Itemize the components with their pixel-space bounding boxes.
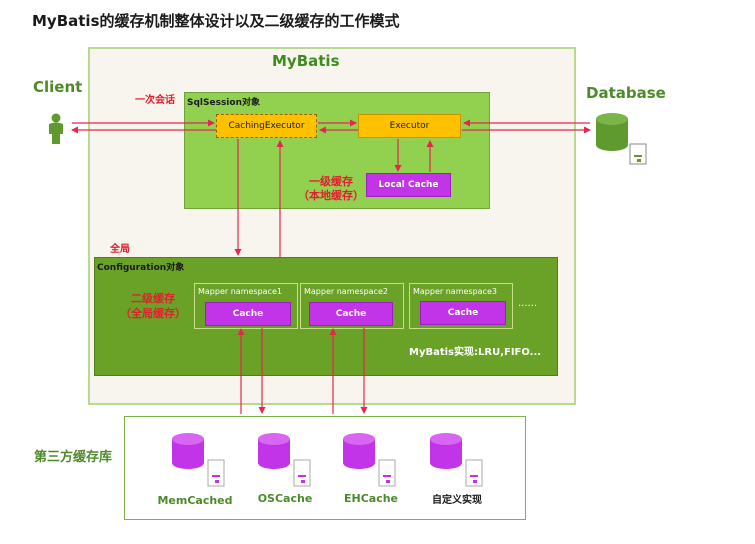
level1-line2: （本地缓存） <box>298 189 364 202</box>
mapper-cache-box: Cache <box>309 302 393 326</box>
level2-line2: （全局缓存） <box>120 307 186 320</box>
level2-cache-label: 二级缓存 （全局缓存） <box>113 291 193 321</box>
mapper-namespace-label: Mapper namespace1 <box>198 287 282 296</box>
client-person-icon <box>49 113 63 144</box>
library-label: 自定义实现 <box>432 495 482 506</box>
ehcache-db-icon <box>343 433 396 487</box>
library-label: OSCache <box>257 492 313 505</box>
mapper-namespace-box <box>409 283 513 329</box>
more-namespaces: ...... <box>518 298 538 309</box>
memcached-db-icon <box>172 433 225 487</box>
mapper-namespace-box <box>194 283 298 329</box>
mapper-namespace-label: Mapper namespace3 <box>413 287 497 296</box>
library-label: MemCached <box>157 494 233 507</box>
mybatis-impl-text: MyBatis实现:LRU,FIFO... <box>409 347 542 358</box>
global-label: 全局 <box>110 244 130 255</box>
local-cache-box: Local Cache <box>366 173 451 197</box>
level1-cache-label: 一级缓存 （本地缓存） <box>296 175 366 203</box>
mybatis-label: MyBatis <box>272 52 340 70</box>
session-label: 一次会话 <box>135 95 175 106</box>
oscache-db-icon <box>258 433 311 487</box>
level2-line1: 二级缓存 <box>131 292 175 305</box>
database-icon <box>596 113 647 165</box>
level1-line1: 一级缓存 <box>309 175 353 188</box>
library-label: EHCache <box>343 492 399 505</box>
custom-db-icon <box>430 433 483 487</box>
configuration-title: Configuration对象 <box>97 263 185 273</box>
mapper-namespace-label: Mapper namespace2 <box>304 287 388 296</box>
mapper-cache-box: Cache <box>205 302 291 326</box>
mapper-cache-box: Cache <box>420 301 506 325</box>
executor-box: Executor <box>358 114 461 138</box>
sqlsession-title: SqlSession对象 <box>187 98 260 108</box>
third-party-label: 第三方缓存库 <box>34 450 113 465</box>
mapper-namespace-box <box>300 283 404 329</box>
database-label: Database <box>586 84 666 102</box>
client-label: Client <box>33 78 83 96</box>
diagram-title: MyBatis的缓存机制整体设计以及二级缓存的工作模式 <box>32 12 400 30</box>
caching-executor-box: CachingExecutor <box>216 114 317 138</box>
